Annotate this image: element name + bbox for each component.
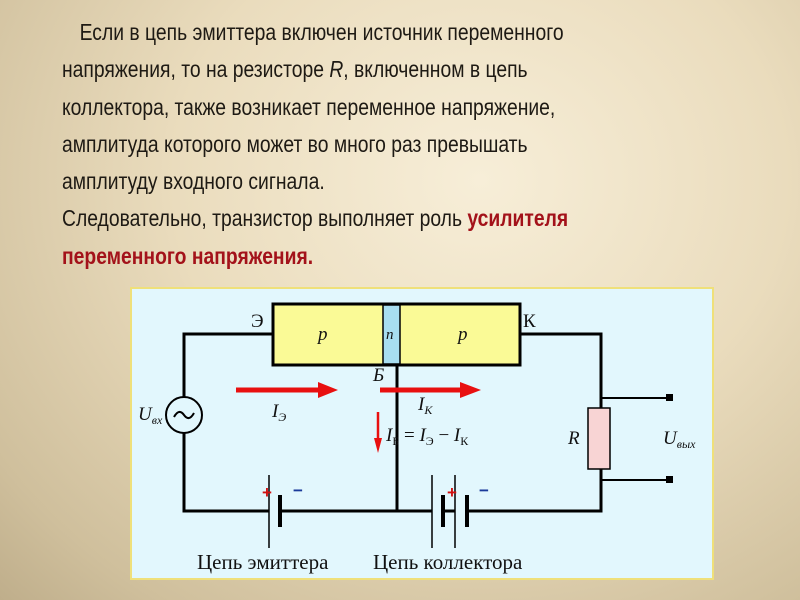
text: напряжения, то на резисторе [62,56,330,83]
wire [182,433,269,513]
emitter-circuit-caption: Цепь эмиттера [197,550,329,574]
emitter-battery [268,475,282,548]
text-line: амплитуда которого может во много раз пр… [62,130,528,157]
text-line: амплитуду входного сигнала. [62,168,325,195]
highlight-line: переменного напряжения. [62,242,314,269]
highlight: усилителя [467,205,569,232]
text: Следовательно, транзистор выполняет роль [62,205,468,232]
text-line: коллектора, также возникает переменное н… [62,93,556,120]
collector-label: К [523,311,536,332]
plus-sign: + [262,483,272,502]
emitter-label: Э [251,311,264,332]
output-terminals [601,394,673,483]
arrow-icon [460,382,481,398]
text: , включенном в цепь [343,56,528,83]
u-in-label: Uвх [138,404,163,427]
wires [182,332,603,513]
text-line: Следовательно, транзистор выполняет роль… [62,200,568,237]
wire [182,332,273,397]
sine-icon [173,411,195,419]
collector-battery [431,475,469,548]
text-line: Если в цепь эмиттера включен источник пе… [79,19,564,45]
resistor-symbol: R [329,56,344,83]
current-formula: IБ = IЭ − IК [385,425,469,448]
paragraph: Если в цепь эмиттера включен источник пе… [62,14,665,275]
text-line: напряжения, то на резисторе R, включенно… [62,51,568,88]
resistor [587,407,611,470]
wire [467,469,603,513]
ie-label: IЭ [271,401,286,424]
ik-label: IК [417,394,433,417]
arrow-icon [374,438,382,453]
plus-sign: + [447,483,457,502]
minus-sign: − [293,481,303,500]
minus-sign: − [479,481,489,500]
resistor-label: R [567,428,580,449]
base-label: Б [372,365,384,386]
wire [520,332,603,408]
collector-circuit-caption: Цепь коллектора [373,550,523,574]
n-region [382,304,401,365]
n-label: n [386,327,394,343]
p-label: p [456,324,468,345]
current-arrows [236,382,481,453]
u-out-label: Uвых [663,428,696,451]
arrow-icon [318,382,338,398]
p-label: p [316,324,328,345]
